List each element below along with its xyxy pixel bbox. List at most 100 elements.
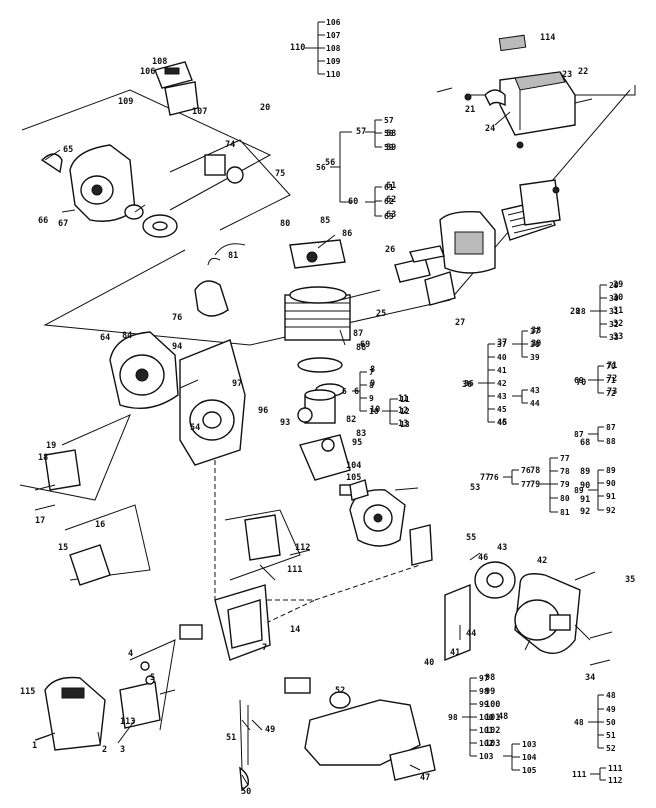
group-label: 12 [400, 407, 410, 416]
part-label: 113 [120, 717, 135, 727]
group-label: 70 [606, 362, 616, 371]
part-label: 59 [386, 143, 396, 153]
group-label: 81 [560, 508, 570, 517]
part-label: 66 [38, 216, 48, 226]
part-label: 112 [295, 543, 310, 553]
part-label: 77 [480, 473, 490, 483]
group-label: 99 [479, 700, 489, 709]
part-label: 14 [290, 625, 300, 635]
part-label: 81 [228, 251, 238, 261]
group-label: 72 [606, 389, 616, 398]
part-label: 90 [580, 481, 590, 491]
part-label: 115 [20, 687, 35, 697]
throttle-housing-part [44, 676, 161, 751]
top-cover-part [154, 61, 199, 116]
part-label: 92 [580, 507, 590, 517]
group-label: 40 [497, 353, 507, 362]
group-label: 48 [574, 718, 584, 727]
group-label: 102 [479, 739, 494, 748]
part-label: 43 [497, 543, 507, 553]
part-label: 27 [455, 318, 465, 328]
part-label: 83 [356, 429, 366, 439]
part-label: 41 [450, 648, 460, 658]
muffler-part [484, 34, 576, 136]
group-label: 51 [606, 731, 616, 740]
part-label: 76 [172, 313, 182, 323]
part-label: 111 [287, 565, 302, 575]
part-label: 42 [537, 556, 547, 566]
group-label: 111 [608, 764, 623, 773]
group-label: 87 [606, 423, 616, 432]
part-label: 64 [100, 333, 110, 343]
group-label: 62 [384, 197, 394, 206]
part-label: 39 [531, 339, 541, 349]
part-label: 11 [398, 394, 408, 404]
part-label: 25 [376, 309, 386, 319]
part-label: 50 [241, 787, 251, 797]
part-label: 95 [352, 438, 362, 448]
part-label: 78 [530, 466, 540, 476]
group-label: 43 [497, 392, 507, 401]
group-label: 59 [384, 143, 394, 152]
group-label: 103 [479, 752, 494, 761]
group-label: 37 [497, 340, 507, 349]
part-label: 54 [190, 423, 200, 433]
part-label: 106 [140, 67, 155, 77]
part-label: 34 [585, 673, 595, 683]
part-label: 46 [478, 553, 488, 563]
part-label: 31 [613, 306, 623, 316]
part-label: 5 [150, 673, 155, 683]
part-label: 107 [192, 107, 207, 117]
group-label: 101 [479, 726, 494, 735]
group-label: 41 [497, 366, 507, 375]
part-label: 47 [420, 773, 430, 783]
group-label: 80 [560, 494, 570, 503]
group-label: 46 [497, 418, 507, 427]
group-label: 6 [342, 387, 347, 396]
part-label: 110 [290, 43, 305, 53]
part-label: 97 [232, 379, 242, 389]
group-label: 88 [606, 437, 616, 446]
part-label: 37 [497, 338, 507, 348]
part-label: 1 [32, 741, 37, 751]
part-label: 71 [607, 361, 617, 371]
part-label: 104 [346, 461, 361, 471]
part-label: 2 [102, 745, 107, 755]
cylinder-part [284, 239, 381, 341]
part-label: 55 [466, 533, 476, 543]
group-label: 90 [606, 479, 616, 488]
group-label: 32 [609, 320, 619, 329]
part-label: 38 [531, 326, 541, 336]
crankcase-part [109, 331, 246, 466]
group-label: 100 [479, 713, 494, 722]
part-label: 63 [386, 210, 396, 220]
group-label: 45 [497, 405, 507, 414]
part-label: 79 [530, 480, 540, 490]
part-label: 114 [540, 33, 555, 43]
part-label: 58 [386, 129, 396, 139]
group-label: 61 [384, 183, 394, 192]
part-label: 48 [498, 712, 508, 722]
part-label: 36 [462, 380, 472, 390]
part-label: 65 [63, 145, 73, 155]
group-label: 49 [606, 705, 616, 714]
part-label: 23 [562, 70, 572, 80]
group-label: 98 [448, 713, 458, 722]
part-label: 24 [485, 124, 495, 134]
part-label: 67 [58, 219, 68, 229]
part-label: 72 [607, 374, 617, 384]
carburetor-part [394, 245, 456, 306]
part-label: 57 [356, 127, 366, 137]
group-label: 77 [521, 480, 531, 489]
group-label: 89 [606, 466, 616, 475]
part-label: 93 [280, 418, 290, 428]
group-label: 92 [606, 506, 616, 515]
part-label: 33 [613, 332, 623, 342]
part-label: 30 [613, 293, 623, 303]
group-label: 111 [572, 770, 587, 779]
part-label: 4 [128, 649, 133, 659]
group-label: 76 [489, 473, 499, 482]
group-label: 10 [369, 407, 379, 416]
